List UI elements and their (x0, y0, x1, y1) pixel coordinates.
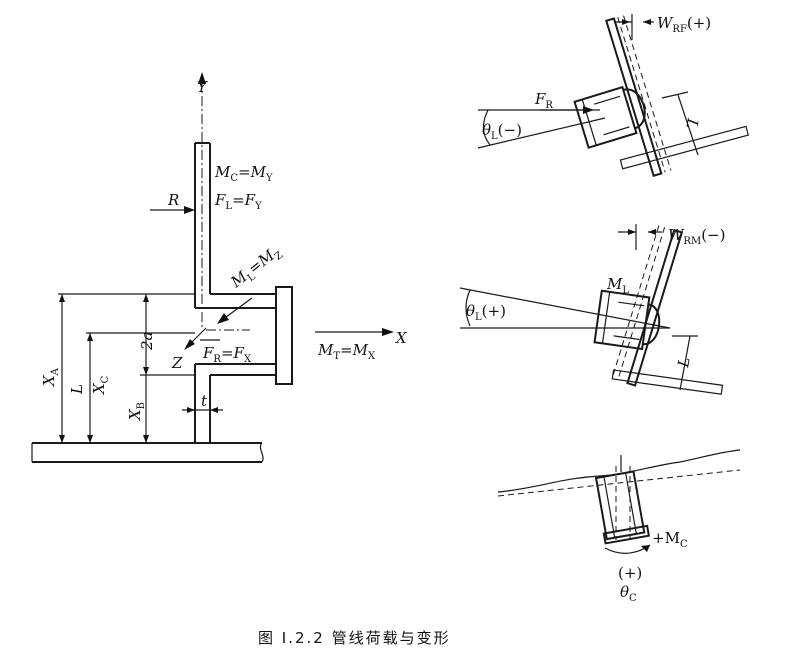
x-axis (206, 328, 394, 336)
r-label: R (167, 191, 179, 209)
fr-fx-label: FR=FX (202, 344, 252, 365)
z-axis (184, 327, 207, 350)
deformed-surface (497, 449, 741, 493)
right-middle-deformation: WRM(−) ML θL(+) L (459, 224, 725, 395)
w-rm-label: WRM(−) (668, 226, 725, 247)
y-axis (198, 72, 206, 330)
z-axis-label: Z (171, 354, 183, 372)
t-label: t (201, 392, 208, 410)
wall-plate-top (605, 15, 672, 177)
flange (275, 286, 293, 385)
ml-moment-arrow (217, 297, 253, 324)
xc-label: XC (90, 375, 111, 395)
base-plate (31, 442, 264, 463)
nozzle-bottom (594, 470, 651, 545)
r-force-arrow (150, 206, 195, 214)
mc-my-label: MC=MY (214, 163, 273, 184)
lower-pipe (194, 363, 276, 443)
nozzle-top (573, 85, 646, 149)
plus-sign-label: (+) (618, 564, 642, 582)
f-r-label: FR (534, 90, 553, 111)
two-a-label: 2a (138, 332, 156, 352)
l-top-label: L (682, 116, 702, 130)
right-bottom-deformation: +MC (+) θC (497, 449, 741, 604)
left-pipe-nozzle-diagram: Y X Z R 2a t MC=MY FL=FY ML=MZ FR=FX MT=… (31, 72, 408, 463)
m-c-label: +MC (652, 529, 688, 550)
right-top-deformation: WRF(+) FR θL(−) L (477, 14, 750, 177)
fl-fy-label: FL=FY (214, 191, 262, 212)
mt-mx-label: MT=MX (317, 341, 376, 362)
xa-label: XA (40, 367, 61, 387)
dimension-lines (58, 293, 223, 443)
w-rf-label: WRF(+) (657, 14, 711, 35)
y-axis-label: Y (197, 78, 209, 96)
foot-plate-mid (611, 369, 724, 395)
figure-caption: 图 I.2.2 管线荷载与变形 (258, 629, 451, 647)
upper-pipe (194, 142, 276, 309)
xb-label: XB (126, 402, 147, 421)
l-mid-label: L (674, 356, 694, 370)
foot-plate-top (619, 125, 750, 170)
wall-plate-mid (611, 225, 684, 387)
m-l-label: ML (606, 275, 629, 296)
l-label: L (68, 384, 86, 395)
theta-l-neg-label: θL(−) (482, 121, 522, 142)
theta-l-pos-label: θL(+) (466, 302, 506, 323)
x-axis-label: X (395, 329, 408, 347)
theta-c-label: θC (620, 583, 637, 604)
